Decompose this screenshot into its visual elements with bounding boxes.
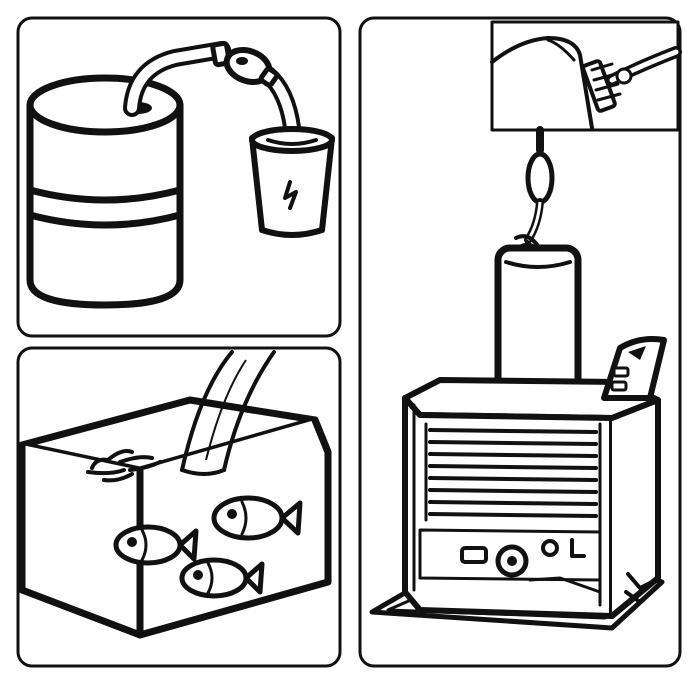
drum — [26, 74, 184, 309]
panel-fish-tank — [16, 346, 342, 668]
kerosene-heater — [369, 377, 665, 631]
fuel-tank — [494, 244, 582, 402]
fuel-hose — [514, 126, 555, 254]
cup — [249, 126, 335, 238]
pump-bulb — [210, 40, 280, 88]
fuel-gauge-flap — [601, 336, 667, 401]
panel-border — [358, 16, 682, 668]
fish-3 — [179, 557, 265, 599]
lightning-mark — [283, 180, 298, 210]
pour-stream — [180, 350, 276, 476]
panel-border — [16, 346, 342, 668]
panel-border — [16, 16, 342, 338]
heater-grille — [424, 422, 602, 522]
panel-heater-refill — [358, 16, 682, 668]
panel-siphon-drum — [16, 16, 342, 338]
fish-2 — [211, 495, 303, 541]
heater-controls — [418, 528, 602, 594]
hose-detail-inset — [490, 20, 682, 132]
fish-1 — [113, 524, 199, 566]
